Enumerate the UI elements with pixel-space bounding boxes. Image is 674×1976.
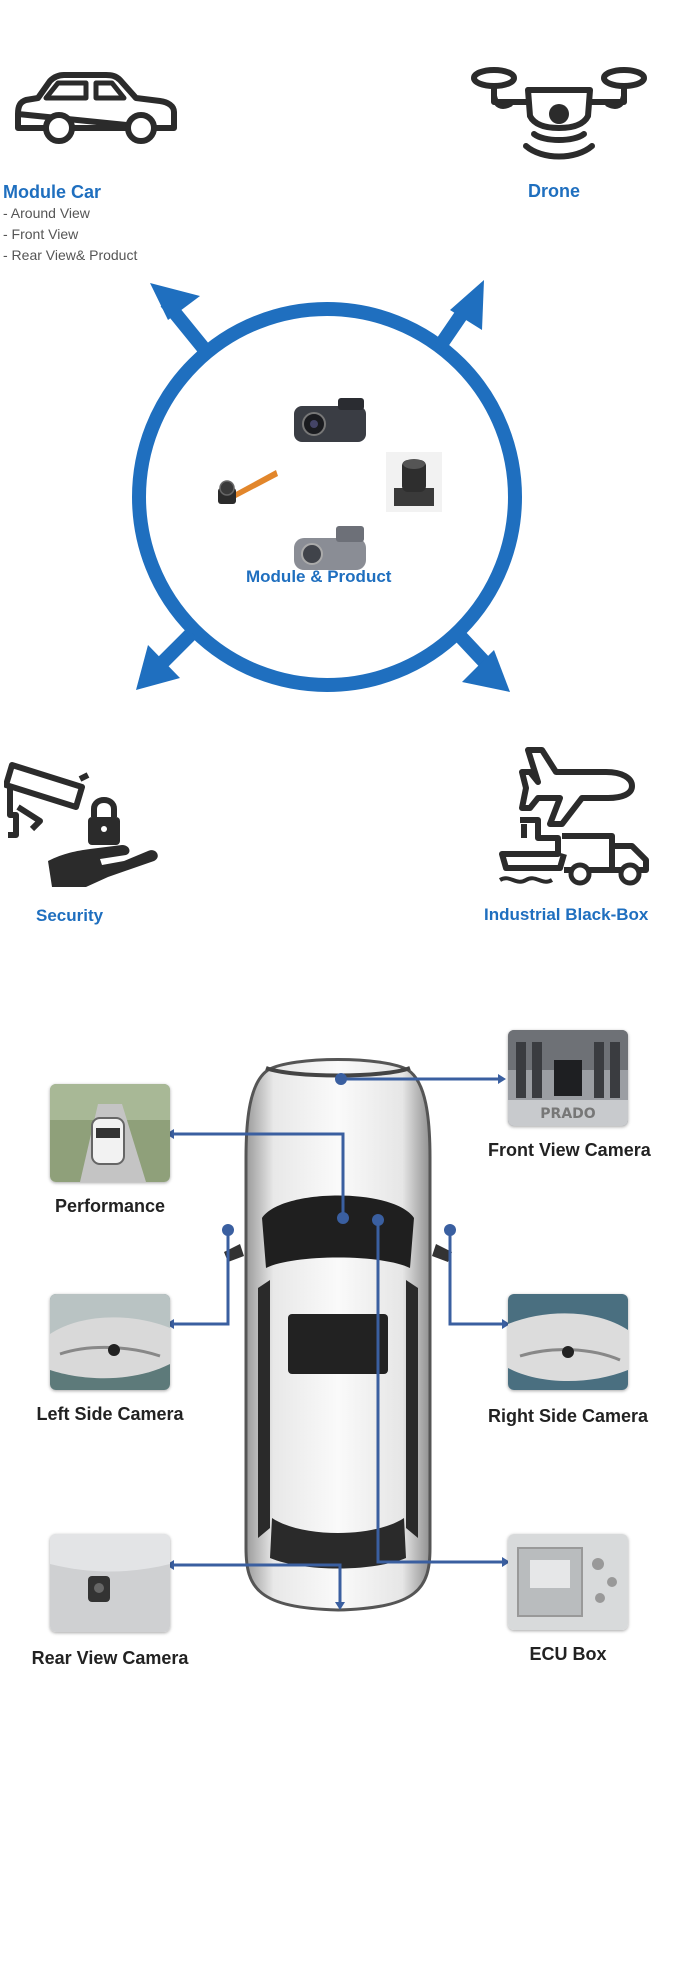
rear-view-camera-label: Rear View Camera <box>31 1648 189 1668</box>
front-view-camera-label: Front View Camera <box>488 1140 651 1160</box>
module-product-circle <box>0 270 674 710</box>
module-car-list: - Around View - Front View - Rear View& … <box>3 203 137 266</box>
ecu-box-image <box>508 1534 628 1630</box>
left-side-camera-label: Left Side Camera <box>36 1404 184 1424</box>
performance-label: Performance <box>54 1196 166 1216</box>
dashcam-front-image <box>290 398 370 446</box>
industrial-icon <box>498 742 656 900</box>
camera-ribbon-module-image <box>214 464 280 508</box>
right-side-camera-label: Right Side Camera <box>488 1406 649 1426</box>
performance-image <box>50 1084 170 1182</box>
car-top-view-image <box>222 1048 454 1618</box>
module-car-item: - Front View <box>3 226 79 242</box>
security-title: Security <box>36 906 104 925</box>
drone-title: Drone <box>528 181 581 201</box>
drone-icon <box>470 62 648 170</box>
ecu-box-label: ECU Box <box>529 1644 607 1664</box>
module-car-item: - Around View <box>3 205 90 221</box>
svg-text:PRADO: PRADO <box>540 1106 595 1122</box>
car-icon <box>12 72 178 144</box>
module-product-label: Module & Product <box>246 567 392 586</box>
lens-module-image <box>386 452 442 512</box>
industrial-title: Industrial Black-Box <box>484 905 649 924</box>
module-car-title: Module Car <box>3 182 102 202</box>
security-icon <box>4 757 164 897</box>
right-side-camera-image <box>508 1294 628 1390</box>
left-side-camera-image <box>50 1294 170 1390</box>
connector-lines <box>0 1000 674 1640</box>
rear-view-camera-image <box>50 1534 170 1632</box>
front-view-camera-image: PRADO <box>508 1030 628 1126</box>
dashcam-rear-image <box>290 526 370 572</box>
module-car-item: - Rear View& Product <box>3 247 138 263</box>
